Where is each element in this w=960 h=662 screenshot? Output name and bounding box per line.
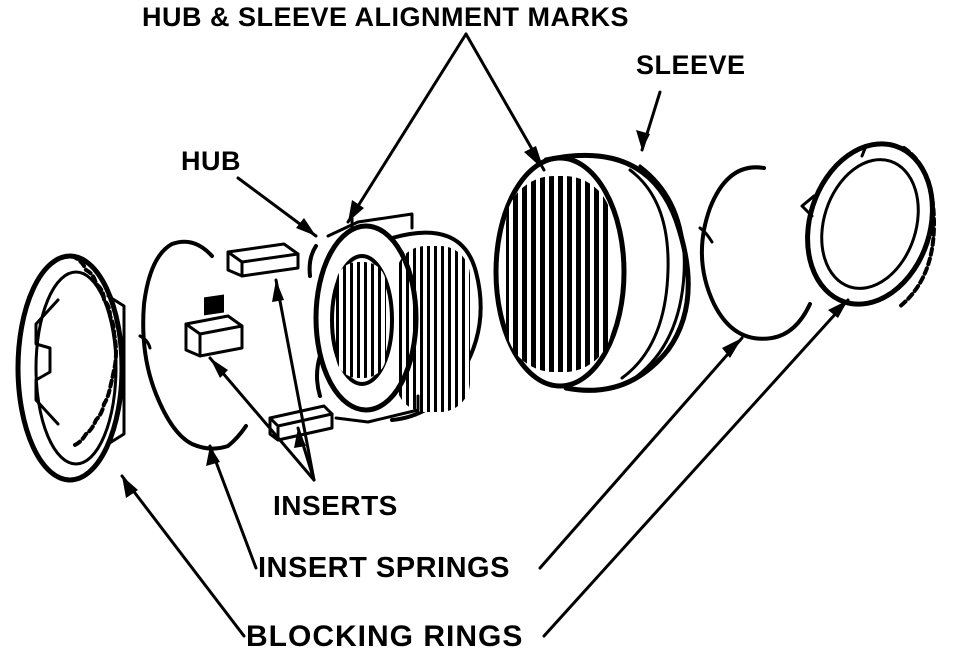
hub-sleeve-alignment-marks-label: HUB & SLEEVE ALIGNMENT MARKS <box>142 2 630 32</box>
insert-spring-left <box>138 239 248 451</box>
hub-label: HUB <box>181 146 241 176</box>
blocking-rings-label: BLOCKING RINGS <box>246 620 524 653</box>
blocking-ring-right <box>800 141 936 310</box>
blocking-ring-left <box>15 253 126 483</box>
insert-middle <box>184 294 244 358</box>
hub <box>307 212 483 424</box>
insert-top <box>226 242 300 278</box>
insert-bottom <box>268 404 334 442</box>
inserts-label: INSERTS <box>273 490 398 521</box>
arrowheads <box>122 130 848 498</box>
sleeve-label: SLEEVE <box>636 50 746 80</box>
sleeve <box>493 152 691 393</box>
insert-springs-label: INSERT SPRINGS <box>258 552 510 584</box>
insert-spring-right <box>698 165 812 341</box>
